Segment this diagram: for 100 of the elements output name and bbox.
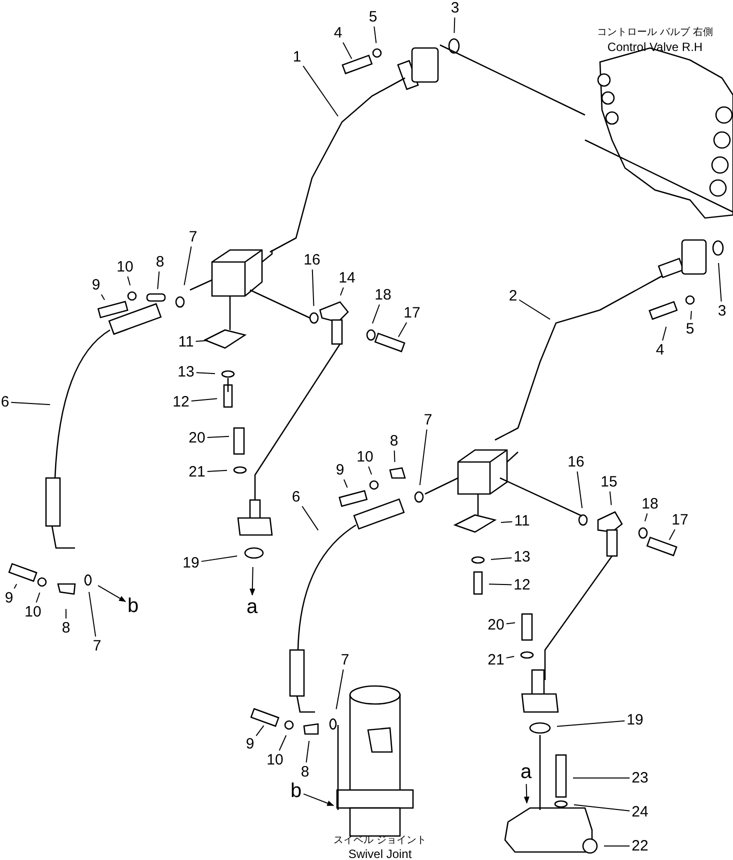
callout-number: 15 <box>600 474 618 490</box>
leader-line <box>206 436 230 438</box>
leader-line <box>490 557 512 560</box>
callout-number: 16 <box>566 454 586 470</box>
callout-number: 11 <box>513 512 531 530</box>
leader-line <box>10 402 50 406</box>
leader-line <box>500 521 513 523</box>
callout-number: 14 <box>338 270 356 286</box>
leader-line <box>488 584 512 586</box>
leader-line <box>644 513 648 522</box>
arrow <box>524 784 530 804</box>
leader-line <box>36 592 40 603</box>
leader-line <box>573 804 630 812</box>
leader-line <box>306 740 310 763</box>
leader-line <box>196 372 216 374</box>
callout-number: 6 <box>290 488 302 506</box>
callout-number: 8 <box>154 254 166 270</box>
leader-line <box>556 720 626 727</box>
leader-line <box>312 269 314 306</box>
callout-number: 19 <box>626 712 644 728</box>
leader-line <box>195 340 209 342</box>
callout-number: 21 <box>188 464 206 480</box>
leader-line <box>256 725 264 736</box>
callout-number: 8 <box>60 620 72 636</box>
leader-line <box>394 450 396 462</box>
leader-line <box>336 669 344 710</box>
leader-line <box>190 398 218 402</box>
callout-number: 17 <box>670 512 690 528</box>
callout-number: 10 <box>24 604 42 620</box>
callout-number: 7 <box>340 652 350 668</box>
leader-line <box>368 466 372 475</box>
leader-line <box>518 299 551 320</box>
callout-number: 9 <box>334 462 346 478</box>
reference-letter: a <box>519 761 533 783</box>
callout-number: 13 <box>512 548 532 566</box>
callout-number: 23 <box>630 770 650 786</box>
leader-line <box>200 556 238 562</box>
callout-number: 18 <box>374 286 392 304</box>
leader-line <box>157 271 160 290</box>
leader-line <box>374 26 377 44</box>
callout-number: 7 <box>422 412 434 428</box>
leader-line <box>343 479 348 488</box>
callout-number: 18 <box>640 496 660 512</box>
callout-number: 10 <box>266 752 284 768</box>
part-label: Swivel Joint <box>348 848 412 860</box>
leader-line <box>184 246 192 286</box>
leader-line <box>662 326 667 341</box>
leader-line <box>340 287 344 296</box>
callout-number: 11 <box>177 334 195 350</box>
callout-number: 16 <box>302 252 322 268</box>
leader-line <box>342 42 352 60</box>
leader-line <box>419 429 428 486</box>
callout-number: 9 <box>4 590 14 606</box>
callout-number: 5 <box>684 320 696 338</box>
leader-line <box>206 470 228 472</box>
callout-number: 1 <box>292 48 302 66</box>
part-label: コントロール バルブ 右側 <box>597 28 713 38</box>
leader-line <box>14 584 18 589</box>
callout-number: 3 <box>450 0 460 16</box>
callout-number: 21 <box>486 652 506 668</box>
callout-number: 7 <box>92 638 102 654</box>
callout-number: 9 <box>244 736 256 752</box>
leader-line <box>506 622 516 624</box>
callout-number: 12 <box>172 394 190 410</box>
leader-line <box>609 491 612 506</box>
callout-number: 4 <box>332 24 344 42</box>
leader-line <box>398 322 408 338</box>
callout-number: 2 <box>508 288 518 304</box>
callout-number: 8 <box>388 432 400 450</box>
callout-number: 22 <box>630 838 650 854</box>
callout-number: 8 <box>300 764 310 780</box>
arrow <box>250 566 256 596</box>
part-label: Control Valve R.H <box>607 41 703 53</box>
callout-number: 4 <box>654 342 666 358</box>
leader-line <box>302 65 339 117</box>
leader-line <box>88 591 96 637</box>
leader-line <box>506 656 515 658</box>
leader-line <box>127 276 131 286</box>
callout-number: 3 <box>716 302 728 320</box>
callout-number: 7 <box>188 228 198 246</box>
reference-letter: b <box>289 780 303 802</box>
callout-number: 5 <box>368 8 378 26</box>
leader-line <box>690 310 692 320</box>
arrow <box>98 585 126 602</box>
callout-number: 12 <box>512 576 532 594</box>
arrow <box>303 793 334 806</box>
callout-number: 10 <box>116 258 134 276</box>
leader-line <box>454 17 456 34</box>
leader-line <box>278 734 287 751</box>
callout-number: 20 <box>188 430 206 446</box>
callout-number: 13 <box>176 364 196 380</box>
leader-line <box>302 506 319 531</box>
leader-line <box>100 294 106 300</box>
callout-number: 17 <box>402 304 422 322</box>
leader-line <box>718 262 722 302</box>
callout-number: 19 <box>182 554 200 572</box>
reference-letter: b <box>126 595 140 617</box>
callout-number: 10 <box>356 448 374 466</box>
callout-number: 20 <box>486 616 506 634</box>
leader-line <box>372 304 380 324</box>
